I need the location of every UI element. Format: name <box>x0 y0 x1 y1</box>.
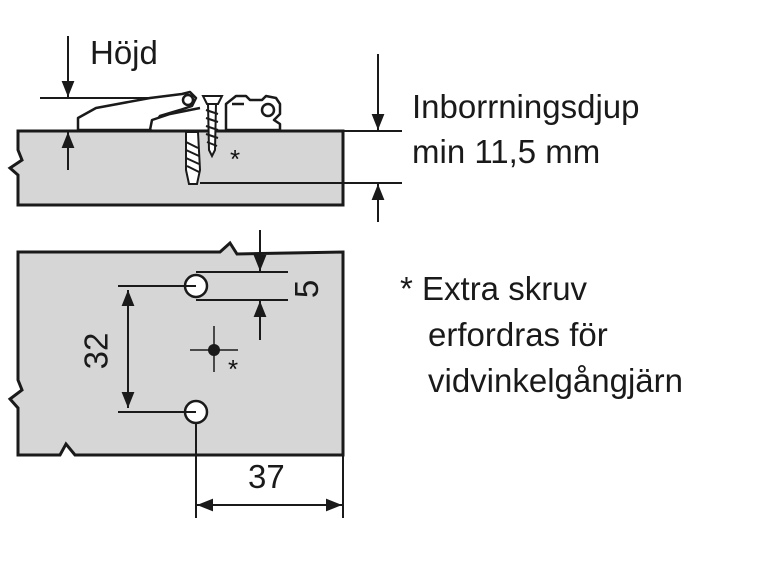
dim-32-lines <box>118 285 196 413</box>
dim-37-lines <box>195 424 344 518</box>
note-line-1: * Extra skruv <box>400 270 588 307</box>
mounting-plate-side <box>76 90 282 132</box>
dim-37-label: 37 <box>248 458 285 495</box>
note-line-3: vidvinkelgångjärn <box>428 362 683 399</box>
plan-view-panel <box>7 240 345 457</box>
extra-screw-note: * Extra skruv erfordras för vidvinkelgån… <box>400 266 740 404</box>
dowel-side <box>185 131 202 185</box>
asterisk-side: * <box>230 144 241 174</box>
extra-screw-point <box>190 326 238 372</box>
side-section-panel <box>7 129 345 207</box>
dim-32-label: 32 <box>77 332 115 370</box>
drill-depth-dimension <box>200 54 402 222</box>
screw-side <box>201 95 224 159</box>
drill-depth-label-line2: min 11,5 mm <box>412 133 601 170</box>
dim-5-label: 5 <box>288 279 326 299</box>
note-line-2: erfordras för <box>428 316 608 353</box>
dim-5-lines <box>196 230 288 340</box>
drill-depth-label-line1: Inborrningsdjup <box>412 88 640 125</box>
height-label: Höjd <box>90 34 158 71</box>
asterisk-plan: * <box>228 354 239 384</box>
height-dimension <box>40 36 150 170</box>
